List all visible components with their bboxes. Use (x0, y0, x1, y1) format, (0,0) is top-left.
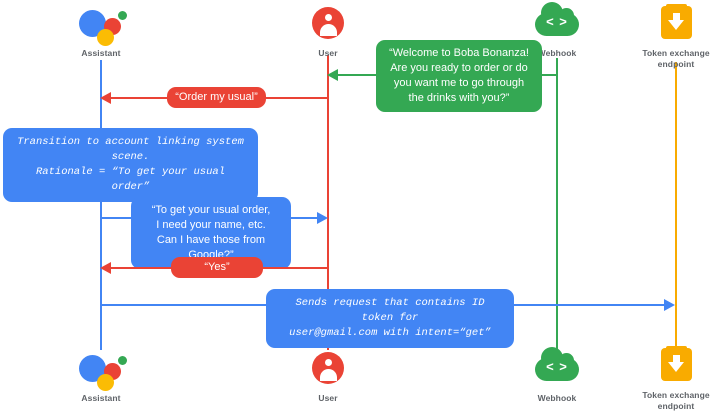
arrow-head-yes (100, 262, 111, 274)
actor-label-assistant: Assistant (81, 48, 121, 58)
note-bubble-transition: Transition to account linking system sce… (3, 128, 258, 202)
actor-user-top: User (268, 3, 388, 59)
cloud-shape (535, 2, 579, 36)
lifeline-endpoint (675, 62, 677, 348)
message-bubble-welcome: “Welcome to Boba Bonanza! Are you ready … (376, 40, 542, 112)
code-brackets-glyph: < > (546, 14, 568, 29)
download-arrow-stem-bottom (673, 355, 680, 364)
download-box-icon-bottom (616, 345, 725, 387)
lifeline-webhook (556, 58, 558, 350)
code-brackets-glyph-bottom: < > (546, 359, 568, 374)
note-bubble-sends-request: Sends request that contains ID token for… (266, 289, 514, 348)
user-head-shape (325, 14, 332, 21)
actor-assistant-bottom: Assistant (41, 348, 161, 404)
cloud-code-icon-bottom: < > (497, 347, 617, 390)
download-arrow-stem (673, 13, 680, 22)
actor-webhook-bottom: < > Webhook (497, 347, 617, 404)
message-bubble-order-my-usual: “Order my usual” (167, 87, 266, 108)
lifeline-assistant (100, 60, 102, 350)
assistant-dot-green (118, 11, 127, 20)
user-head-shape-bottom (325, 359, 332, 366)
download-arrow-head (668, 20, 684, 30)
assistant-dot-green-bottom (118, 356, 127, 365)
actor-label-user-bottom: User (318, 393, 338, 403)
cloud-shape-bottom (535, 347, 579, 381)
arrow-head-order-my-usual (100, 92, 111, 104)
download-arrow-head-bottom (668, 362, 684, 372)
actor-endpoint-bottom: Token exchange endpoint (616, 345, 725, 412)
actor-label-assistant-bottom: Assistant (81, 393, 121, 403)
actor-assistant-top: Assistant (41, 3, 161, 59)
user-body-shape (320, 24, 337, 36)
assistant-dot-yellow-bottom (97, 374, 114, 391)
lifeline-user (327, 55, 329, 350)
user-avatar-icon (268, 3, 388, 45)
assistant-dot-yellow (97, 29, 114, 46)
actor-webhook-top: < > Webhook (497, 2, 617, 59)
user-avatar-icon-bottom (268, 348, 388, 390)
actor-label-user: User (318, 48, 338, 58)
message-bubble-yes: “Yes” (171, 257, 263, 278)
actor-label-endpoint-bottom: Token exchange endpoint (642, 390, 710, 411)
google-assistant-icon (41, 3, 161, 46)
actor-label-endpoint: Token exchange endpoint (642, 48, 710, 69)
download-box-icon (616, 3, 725, 45)
actor-label-webhook-bottom: Webhook (537, 393, 577, 403)
arrow-head-sends-request (664, 299, 675, 311)
google-assistant-icon-bottom (41, 348, 161, 391)
user-body-shape-bottom (320, 369, 337, 381)
actor-endpoint-top: Token exchange endpoint (616, 3, 725, 70)
arrow-head-welcome (327, 69, 338, 81)
actor-label-webhook: Webhook (537, 48, 577, 58)
actor-user-bottom: User (268, 348, 388, 404)
cloud-code-icon: < > (497, 2, 617, 45)
arrow-head-ask-for-name (317, 212, 328, 224)
